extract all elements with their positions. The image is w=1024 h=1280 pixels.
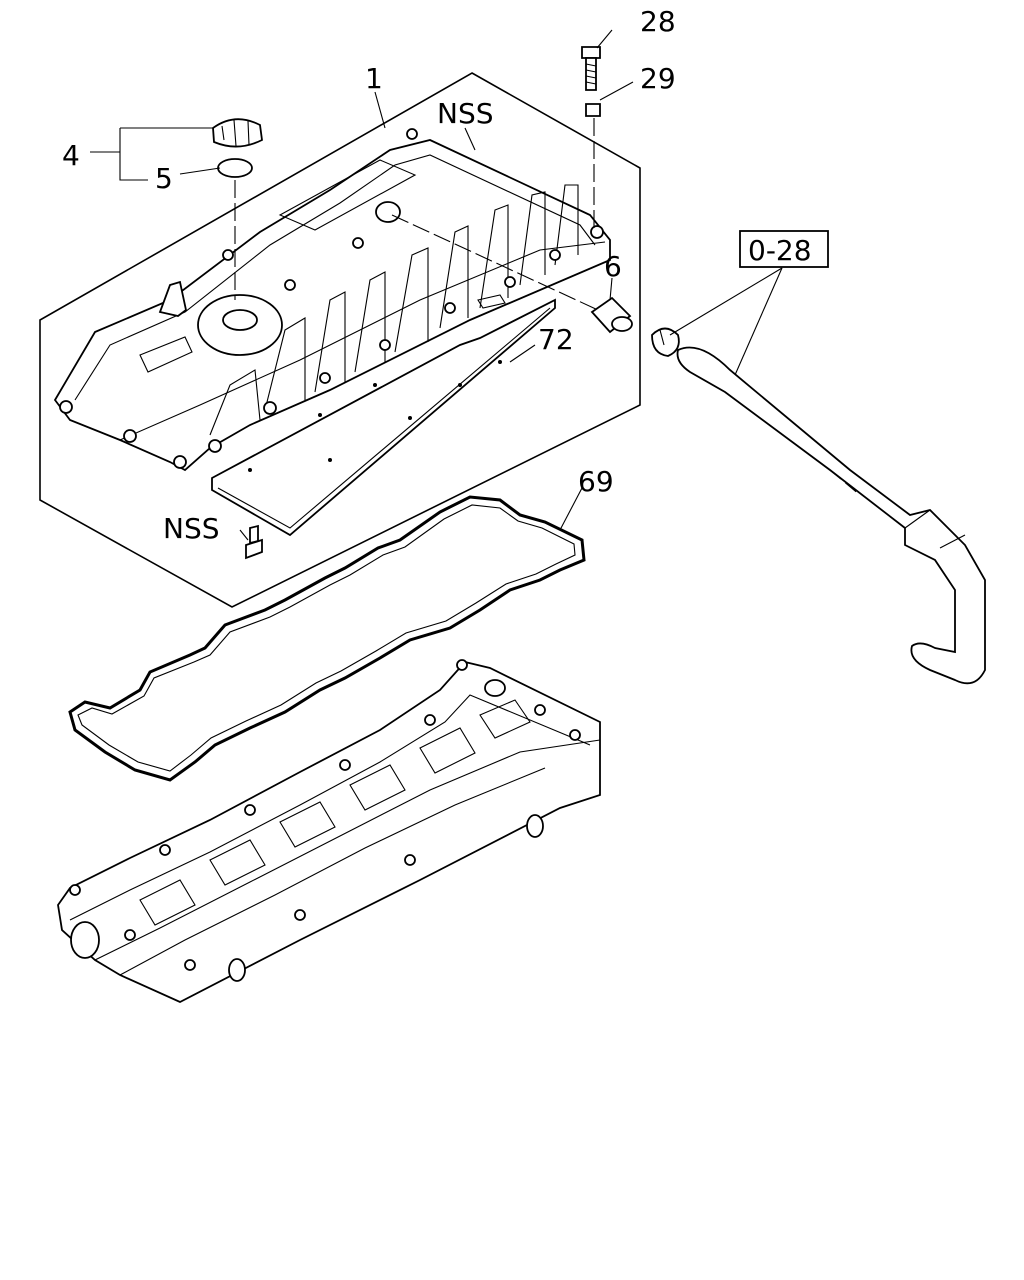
callout-69: 69 bbox=[578, 465, 614, 498]
assembly-boundary bbox=[39, 72, 641, 608]
callout-72: 72 bbox=[538, 323, 574, 356]
callout-6: 6 bbox=[604, 250, 622, 283]
cover-gasket bbox=[68, 495, 586, 782]
oil-filler-cap bbox=[212, 118, 263, 148]
bolt bbox=[581, 46, 601, 91]
cover-gasket-inner bbox=[77, 504, 576, 772]
callout-29: 29 bbox=[640, 62, 676, 95]
callout-nss-top: NSS bbox=[437, 97, 494, 130]
baffle-plate bbox=[211, 294, 556, 537]
hose-clamp bbox=[651, 327, 680, 357]
leader-lines bbox=[90, 29, 783, 541]
breather-fitting bbox=[590, 296, 633, 334]
fitting-centerline bbox=[391, 214, 599, 311]
washer bbox=[585, 103, 601, 117]
callout-nss-bottom: NSS bbox=[163, 512, 220, 545]
cylinder-head bbox=[57, 659, 601, 1003]
reference-box-label: 0-28 bbox=[748, 234, 812, 267]
callout-1: 1 bbox=[365, 62, 383, 95]
callout-4: 4 bbox=[62, 139, 80, 172]
nss-screw bbox=[245, 524, 263, 560]
reference-box bbox=[739, 230, 829, 268]
callout-28: 28 bbox=[640, 5, 676, 38]
o-ring bbox=[217, 158, 253, 178]
breather-hose bbox=[676, 346, 986, 685]
callout-5: 5 bbox=[155, 162, 173, 195]
